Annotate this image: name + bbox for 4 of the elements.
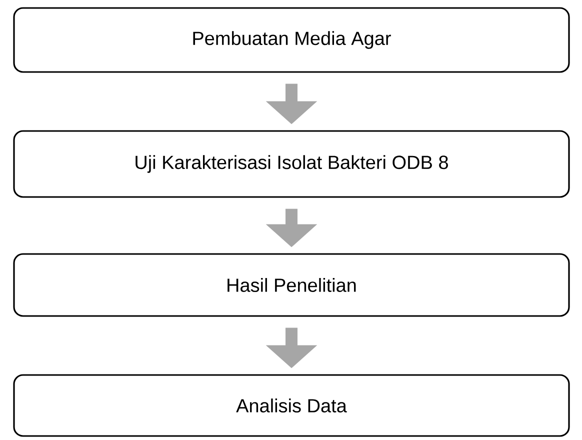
process-box: Pembuatan Media Agar (13, 7, 570, 73)
process-box: Analisis Data (13, 374, 570, 437)
process-box: Hasil Penelitian (13, 253, 570, 317)
process-box: Uji Karakterisasi Isolat Bakteri ODB 8 (13, 130, 570, 198)
